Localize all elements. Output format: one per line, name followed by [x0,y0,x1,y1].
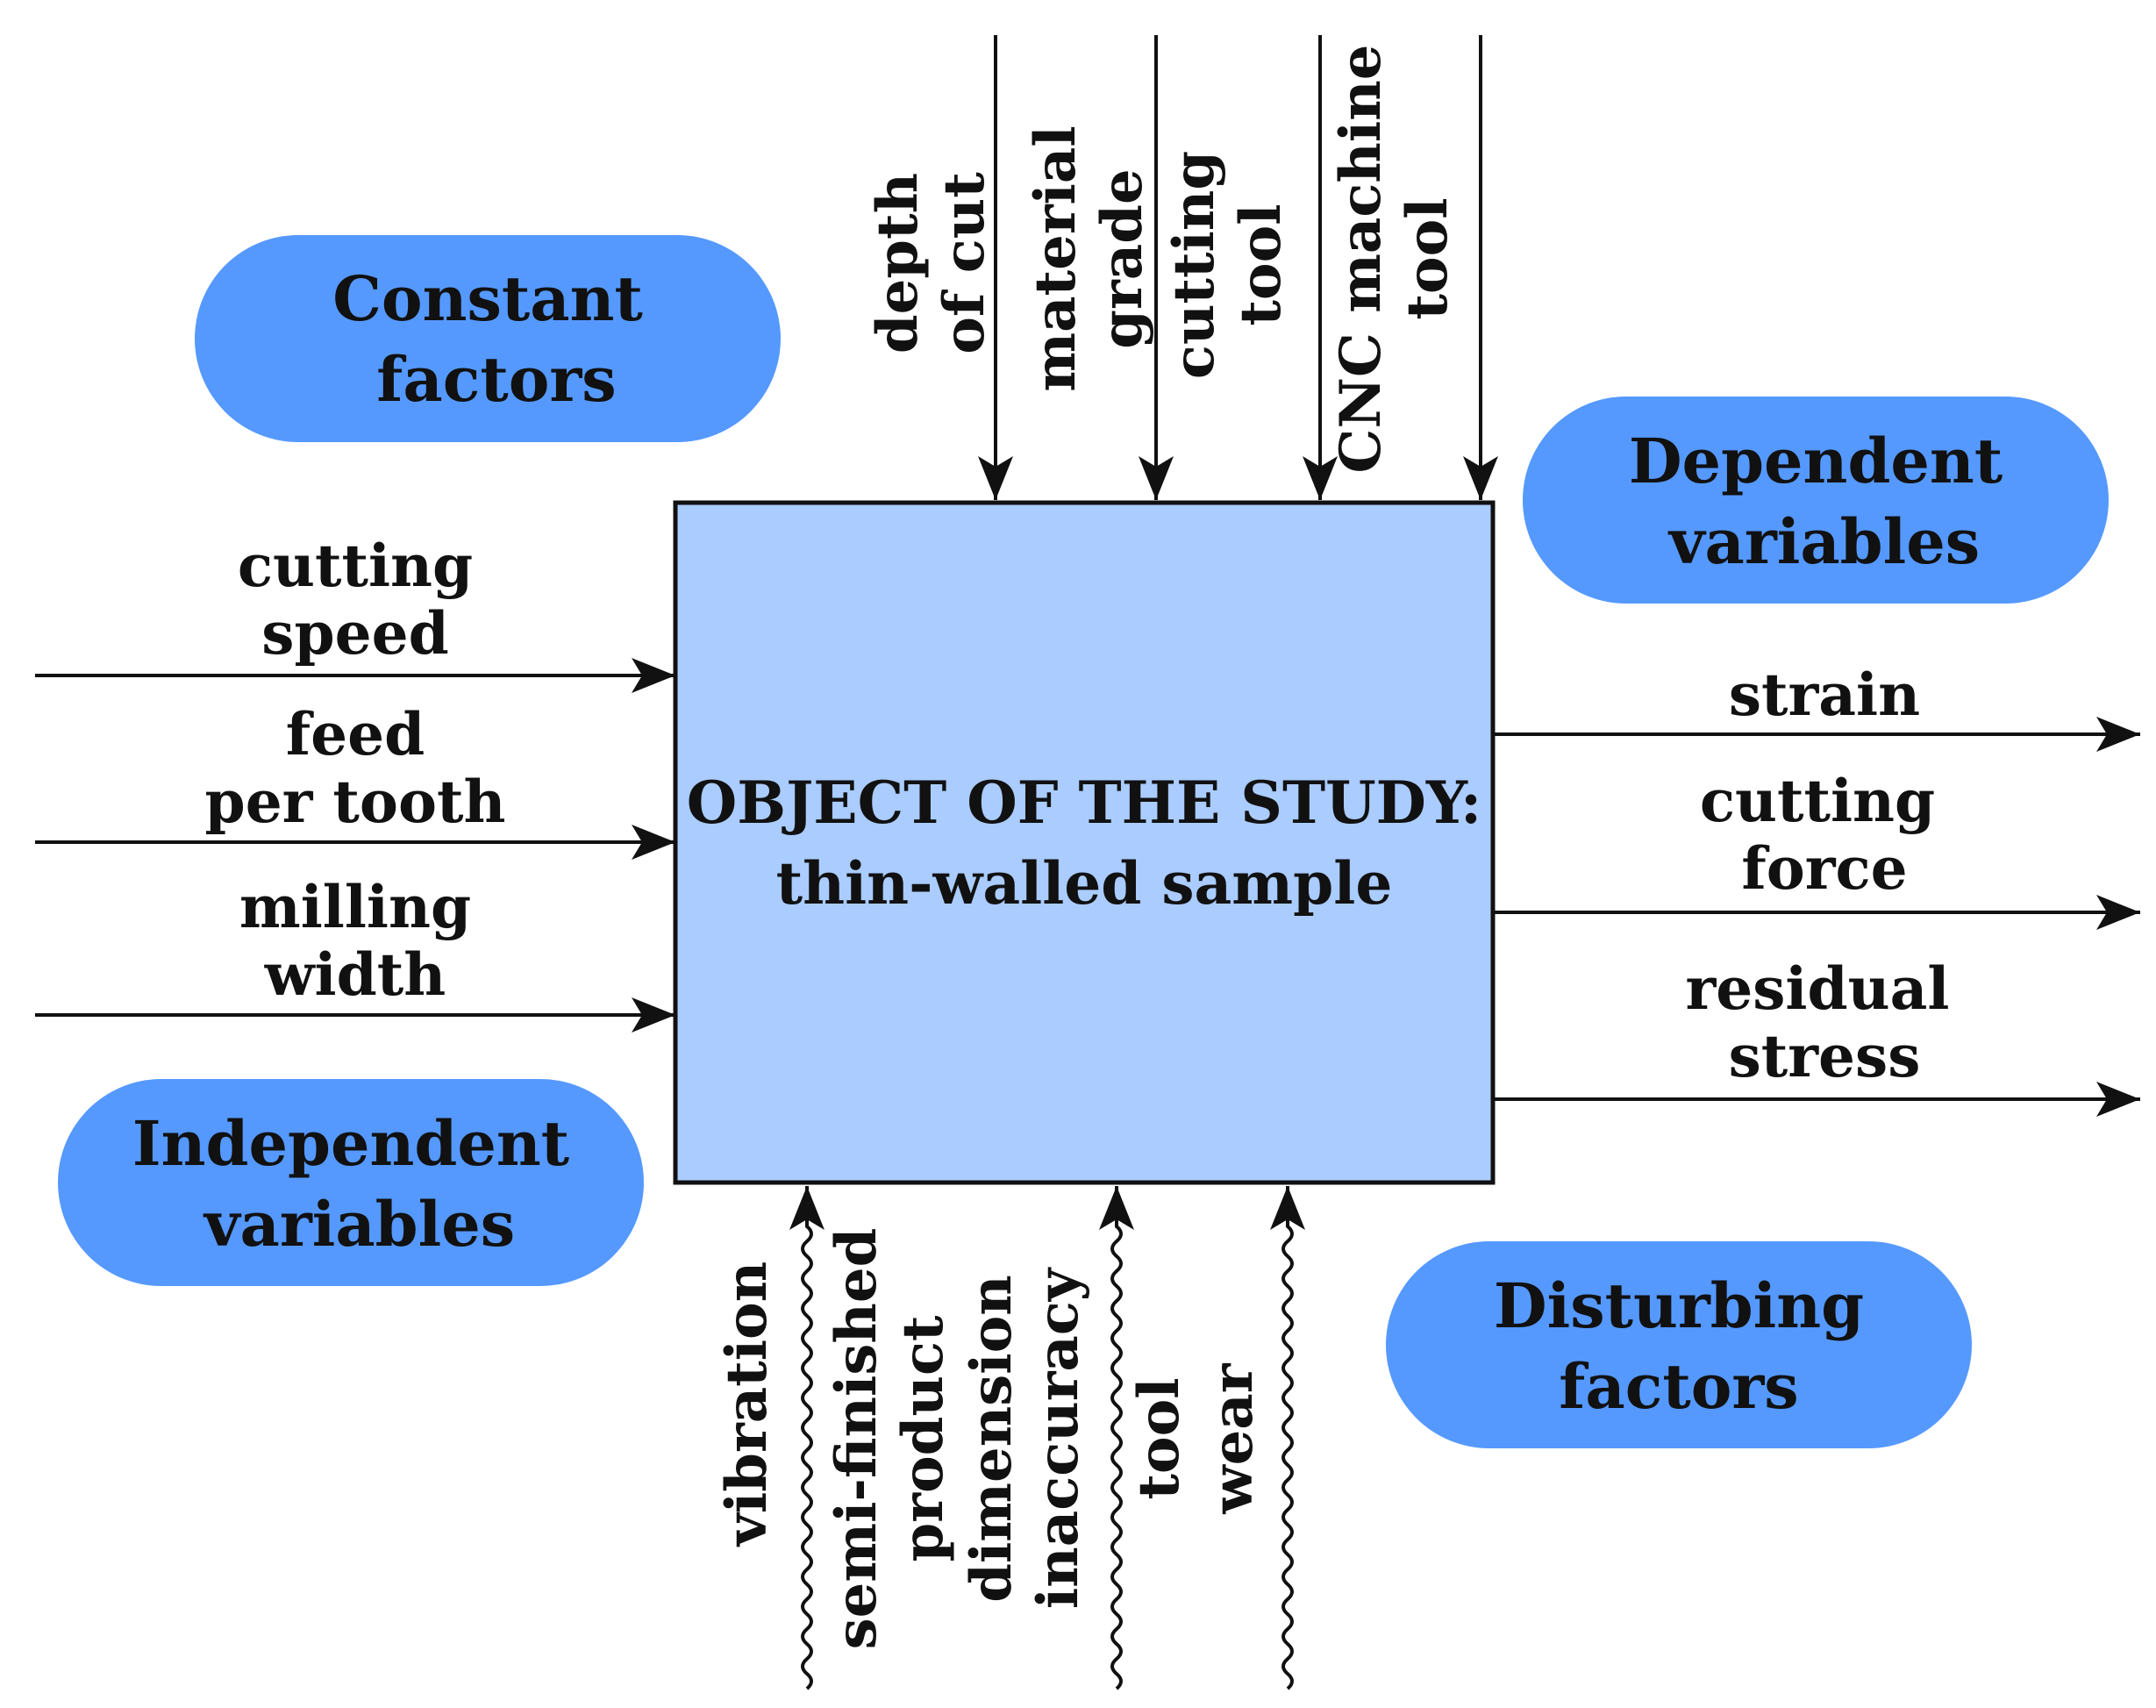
left-arrows [35,658,675,1033]
label-line1: residual [1686,954,1950,1023]
pill-line2: factors [1559,1350,1798,1423]
label-tool-wear: tool wear [1126,1362,1266,1514]
bottom-arrows [789,1186,1305,1690]
pill-disturbing-factors: Disturbing factors [1386,1241,1972,1448]
pill-independent-variables: Independent variables [58,1079,644,1286]
label-feed-per-tooth: feed per tooth [205,700,506,836]
label-line2: speed [261,599,448,668]
right-labels: strain cutting force residual stress [1686,661,1950,1090]
left-labels: cutting speed feed per tooth milling wid… [205,532,506,1009]
bottom-labels: vibration semi-finished product dimensio… [714,1228,1266,1650]
label-vibration: vibration [714,1261,780,1548]
label-cnc-machine-tool: CNC machine tool [1328,45,1460,474]
pill-shape [1386,1241,1972,1448]
label-material-grade: material grade [1023,125,1155,391]
label-line1: milling [239,873,471,941]
label-line2: width [264,940,446,1009]
label-line1: tool [1126,1377,1192,1499]
top-arrows [978,35,1498,500]
label-line3: dimension [959,1275,1024,1603]
label-line1: CNC machine [1328,45,1394,474]
pill-shape [1523,397,2109,604]
label-depth-of-cut: depth of cut [865,172,997,354]
label-line1: feed [286,700,425,768]
label-residual-stress: residual stress [1686,954,1950,1090]
label-line2: tool [1228,204,1294,325]
label-line2: stress [1729,1022,1921,1090]
label-line2: product [890,1315,956,1561]
wavy-arrow-tool-wear [1270,1186,1305,1690]
label-cutting-tool: cutting tool [1161,151,1294,379]
label-line1: depth [865,173,931,354]
pill-shape [58,1079,644,1286]
label-semi-finished-product: semi-finished product dimension inaccura… [824,1228,1091,1650]
label-line2: grade [1089,168,1155,348]
label-milling-width: milling width [239,873,471,1009]
top-labels: depth of cut material grade cutting tool… [865,45,1460,474]
pill-line2: variables [203,1188,515,1261]
central-box-shape [673,500,1496,1185]
central-box-subtitle: thin-walled sample [776,849,1393,918]
pill-line1: Dependent [1629,425,2003,497]
label-line1: material [1023,125,1089,391]
label-line2: per tooth [205,768,506,836]
label-line1: vibration [714,1261,780,1548]
pill-line2: variables [1667,505,1980,578]
pill-dependent-variables: Dependent variables [1523,397,2109,604]
wavy-arrow-vibration [789,1186,825,1690]
central-box: OBJECT OF THE STUDY: thin-walled sample [673,500,1496,1185]
label-cutting-force: cutting force [1700,767,1935,903]
label-line2: tool [1395,197,1460,319]
pill-constant-factors: Constant factors [195,235,781,442]
pill-line1: Independent [132,1107,569,1180]
pill-shape [195,235,781,442]
right-arrows [1493,717,2140,1117]
label-line2: of cut [932,172,997,354]
label-line4: inaccuracy [1025,1267,1091,1609]
wavy-arrow-inaccuracy [1099,1186,1134,1690]
label-line1: strain [1729,661,1920,729]
pill-line1: Disturbing [1494,1269,1864,1342]
label-line1: semi-finished [824,1228,889,1650]
label-line1: cutting [1700,767,1935,835]
pill-line1: Constant [332,262,643,335]
label-line1: cutting [1161,151,1227,379]
label-line2: wear [1200,1362,1266,1514]
label-line2: force [1741,834,1907,903]
central-box-title: OBJECT OF THE STUDY: [687,768,1481,837]
label-strain: strain [1729,661,1920,729]
label-line1: cutting [238,532,473,600]
label-cutting-speed: cutting speed [238,532,473,668]
pill-line2: factors [376,343,616,416]
